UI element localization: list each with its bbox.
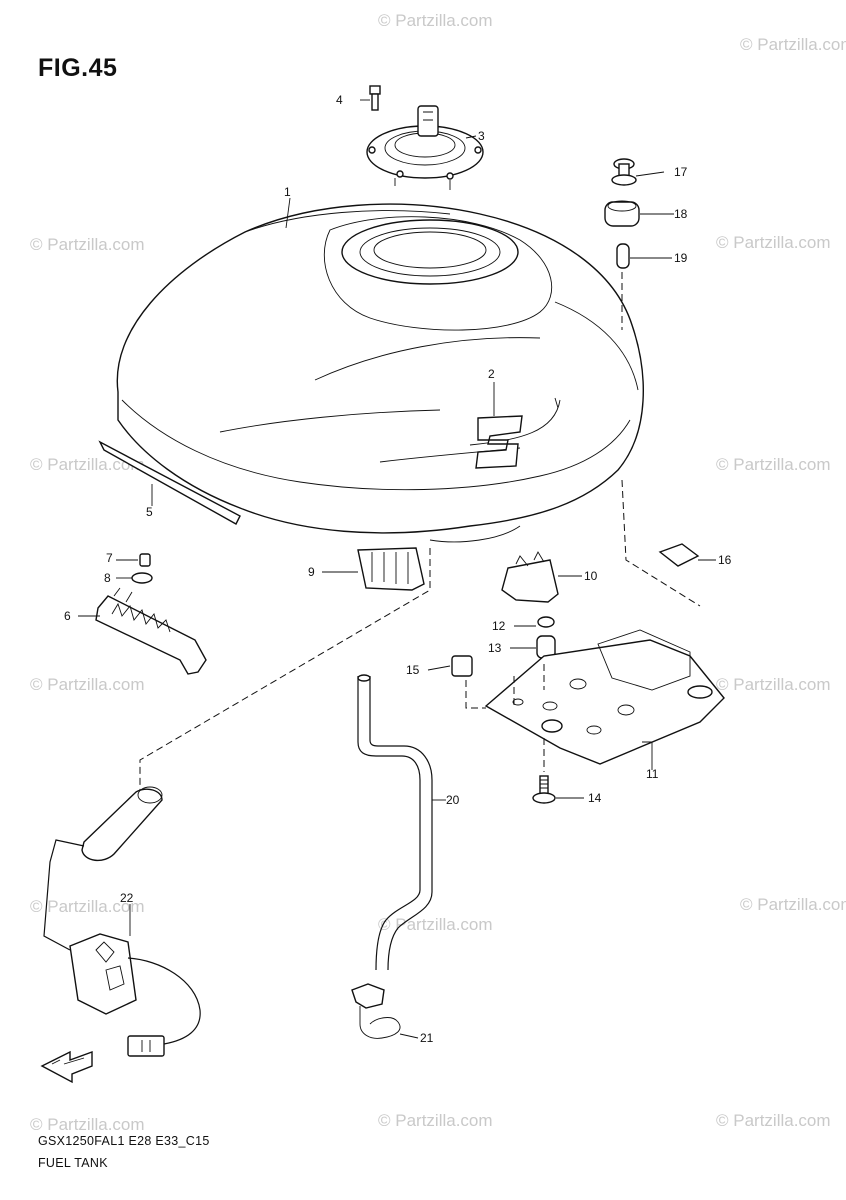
watermark-text: © Partzilla.com xyxy=(378,915,493,934)
watermark-text: © Partzilla.com xyxy=(30,897,145,916)
watermark-text: © Partzilla.com xyxy=(716,1111,831,1130)
part-washer-8 xyxy=(131,572,153,584)
callout-4: 4 xyxy=(336,93,343,107)
part-fuel-level-gauge-22 xyxy=(43,786,201,1057)
callout-2: 2 xyxy=(488,367,495,381)
part-bolt-14 xyxy=(532,775,556,804)
part-washer-12 xyxy=(537,616,555,628)
part-fuel-cap xyxy=(366,105,484,190)
diagram-footer: GSX1250FAL1 E28 E33_C15 FUEL TANK xyxy=(38,1130,210,1174)
part-clip-21 xyxy=(351,983,401,1039)
callout-7: 7 xyxy=(106,551,113,565)
part-fuel-tank xyxy=(116,203,644,543)
callout-9: 9 xyxy=(308,565,315,579)
watermark-text: © Partzilla.com xyxy=(30,455,145,474)
part-clamp-10 xyxy=(501,551,559,603)
watermark-text: © Partzilla.com xyxy=(716,455,831,474)
callout-18: 18 xyxy=(674,207,688,221)
callout-15: 15 xyxy=(406,663,420,677)
callout-19: 19 xyxy=(674,251,688,265)
forward-direction-arrow-icon xyxy=(40,1050,93,1084)
part-cap-bolt xyxy=(369,85,381,111)
part-collar-19 xyxy=(616,243,630,269)
callout-16: 16 xyxy=(718,553,732,567)
part-hose-20 xyxy=(357,674,433,971)
part-cushion-15 xyxy=(451,655,473,677)
callout-17: 17 xyxy=(674,165,688,179)
watermark-text: © Partzilla.com xyxy=(378,1111,493,1130)
figure-title: FIG.45 xyxy=(38,54,118,82)
callout-labels: 1 2 3 4 5 6 7 8 9 10 11 12 13 14 15 16 1… xyxy=(64,93,732,1045)
assembly-guide-lines xyxy=(139,272,701,790)
watermark-text: © Partzilla.com xyxy=(30,1115,145,1134)
callout-10: 10 xyxy=(584,569,598,583)
callout-3: 3 xyxy=(478,129,485,143)
section-name: FUEL TANK xyxy=(38,1156,108,1170)
watermark-text: © Partzilla.com xyxy=(716,233,831,252)
watermark-text: © Partzilla.com xyxy=(740,35,846,54)
watermark-text: © Partzilla.com xyxy=(716,675,831,694)
callout-22: 22 xyxy=(120,891,134,905)
callout-12: 12 xyxy=(492,619,506,633)
watermark-layer: © Partzilla.com © Partzilla.com © Partzill… xyxy=(30,11,846,1134)
part-bolt-17 xyxy=(611,158,637,186)
callout-11: 11 xyxy=(646,767,659,781)
part-pad-9 xyxy=(357,547,425,591)
watermark-text: © Partzilla.com xyxy=(30,675,145,694)
watermark-text: © Partzilla.com xyxy=(30,235,145,254)
callout-20: 20 xyxy=(446,793,460,807)
watermark-text: © Partzilla.com xyxy=(378,11,493,30)
part-screw-7 xyxy=(139,553,151,567)
callout-6: 6 xyxy=(64,609,71,623)
callout-5: 5 xyxy=(146,505,153,519)
part-mount-plate-11 xyxy=(484,629,725,765)
part-cushion-16 xyxy=(658,543,700,567)
callout-14: 14 xyxy=(588,791,602,805)
callout-21: 21 xyxy=(420,1031,434,1045)
leader-lines xyxy=(78,99,716,1039)
model-code: GSX1250FAL1 E28 E33_C15 xyxy=(38,1134,210,1148)
callout-8: 8 xyxy=(104,571,111,585)
callout-13: 13 xyxy=(488,641,502,655)
part-tank-cushion-strip xyxy=(98,440,241,525)
watermark-text: © Partzilla.com xyxy=(740,895,846,914)
part-cushion-18 xyxy=(604,200,640,227)
part-bracket-6 xyxy=(95,587,207,675)
callout-1-tank: 1 xyxy=(284,185,291,199)
